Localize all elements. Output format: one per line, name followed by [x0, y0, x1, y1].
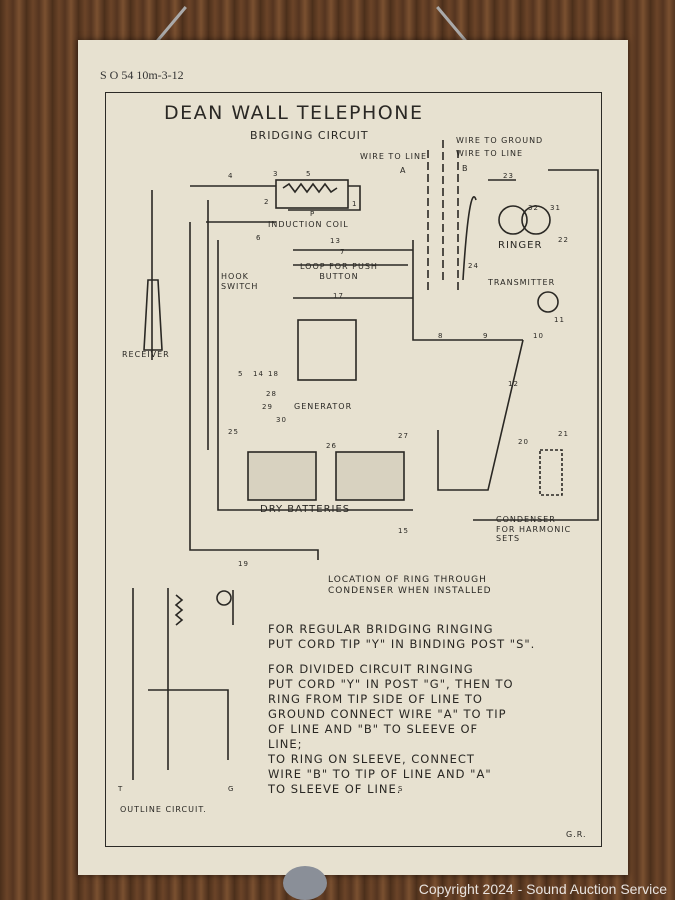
note-regular-ringing: For Regular Bridging Ringing Put Cord Ti… — [268, 622, 536, 651]
label-dry-batteries: Dry Batteries — [260, 504, 351, 515]
battery-left — [247, 451, 317, 501]
wire-number-label: 19 — [238, 560, 249, 568]
condenser-shape — [539, 449, 563, 496]
label-a: A — [400, 166, 407, 175]
receiver-shape — [143, 279, 163, 351]
wire-number-label: 13 — [330, 237, 341, 245]
wire-number-label: 14 — [253, 370, 264, 378]
label-receiver: Receiver — [122, 350, 170, 359]
label-generator: Generator — [294, 402, 353, 411]
wire-number-label: 7 — [340, 248, 346, 256]
label-hook-switch: Hook Switch — [221, 272, 259, 291]
battery-right — [335, 451, 405, 501]
wire-number-label: 15 — [398, 527, 409, 535]
wire-number-label: 6 — [256, 234, 262, 242]
wire-number-label: 25 — [228, 428, 239, 436]
wire-transmitter — [437, 339, 524, 491]
wire-number-label: 4 — [228, 172, 234, 180]
wire-number-label: 26 — [326, 442, 337, 450]
label-b: B — [462, 164, 469, 173]
serial-number: S O 54 10m-3-12 — [100, 68, 184, 82]
wire-number-label: 2 — [264, 198, 270, 206]
wiring-diagram-sheet: S O 54 10m-3-12 Dean Wall Telephone Brid… — [78, 40, 628, 875]
wire-number-label: 11 — [554, 316, 565, 324]
label-ring-location: Location Of Ring Through Condenser When … — [328, 575, 492, 596]
ringer-bell-right — [521, 205, 551, 235]
line-wires — [427, 140, 459, 290]
wire-number-label: 23 — [503, 172, 514, 180]
page-title: Dean Wall Telephone — [164, 102, 424, 124]
label-induction-coil: Induction Coil — [268, 220, 349, 229]
label-loop-push-button: Loop For Push Button — [300, 262, 378, 281]
diagram-border — [105, 92, 602, 847]
wire-number-label: 20 — [518, 438, 529, 446]
wire-number-label: 24 — [468, 262, 479, 270]
wire-number-label: 9 — [483, 332, 489, 340]
coil-winding — [282, 182, 338, 194]
wire-number-label: 27 — [398, 432, 409, 440]
transmitter-shape — [537, 291, 559, 313]
label-initials: G.R. — [566, 830, 587, 839]
circuit-drawing — [132, 140, 599, 780]
wire-number-label: 21 — [558, 430, 569, 438]
wire-receiver — [190, 185, 361, 223]
wire-number-label: 29 — [262, 403, 273, 411]
wire-number-label: 5 — [238, 370, 244, 378]
wire-loop — [293, 240, 523, 341]
label-condenser: Condenser For Harmonic Sets — [496, 515, 572, 544]
outline-transmitter-shape — [216, 590, 232, 606]
label-wire-to-line-a: Wire To Line — [360, 152, 428, 161]
wire-number-label: 32 — [528, 204, 539, 212]
wire-number-label: 17 — [333, 292, 344, 300]
wire-number-label: 1 — [352, 200, 358, 208]
wire-number-label: 31 — [550, 204, 561, 212]
copyright-watermark: Copyright 2024 - Sound Auction Service — [418, 881, 667, 897]
wire-number-label: 5 — [306, 170, 312, 178]
outline-coil-shape — [174, 594, 184, 626]
wire-number-label: 28 — [266, 390, 277, 398]
wire-number-label: G — [228, 785, 235, 793]
wire-number-label: 3 — [273, 170, 279, 178]
outline-circuit-wires — [132, 588, 234, 780]
wire-ringer — [462, 169, 599, 521]
page-subtitle: Bridging Circuit — [250, 129, 369, 142]
label-transmitter: Transmitter — [488, 278, 556, 287]
wire-number-label: 30 — [276, 416, 287, 424]
wire-number-label: 18 — [268, 370, 279, 378]
wire-left — [151, 190, 319, 560]
wire-number-label: 22 — [558, 236, 569, 244]
note-divided-ringing: For Divided Circuit Ringing Put Cord "Y"… — [268, 662, 514, 796]
label-ringer: Ringer — [498, 240, 543, 251]
wire-number-label: 8 — [438, 332, 444, 340]
label-wire-to-ground: Wire To Ground — [456, 136, 544, 145]
wire-number-label: 10 — [533, 332, 544, 340]
wire-number-label: T — [118, 785, 124, 793]
label-outline-circuit: Outline Circuit. — [120, 805, 207, 814]
wire-number-label: S — [398, 785, 404, 793]
wire-number-label: 12 — [508, 380, 519, 388]
induction-coil-shape — [275, 179, 349, 209]
screw-icon — [283, 866, 327, 900]
label-wire-to-line-b: Wire To Line — [456, 149, 524, 158]
wire-hook — [207, 200, 413, 511]
ringer-bell-left — [498, 205, 528, 235]
generator-shape — [297, 319, 357, 381]
wire-number-label: P — [310, 210, 316, 218]
